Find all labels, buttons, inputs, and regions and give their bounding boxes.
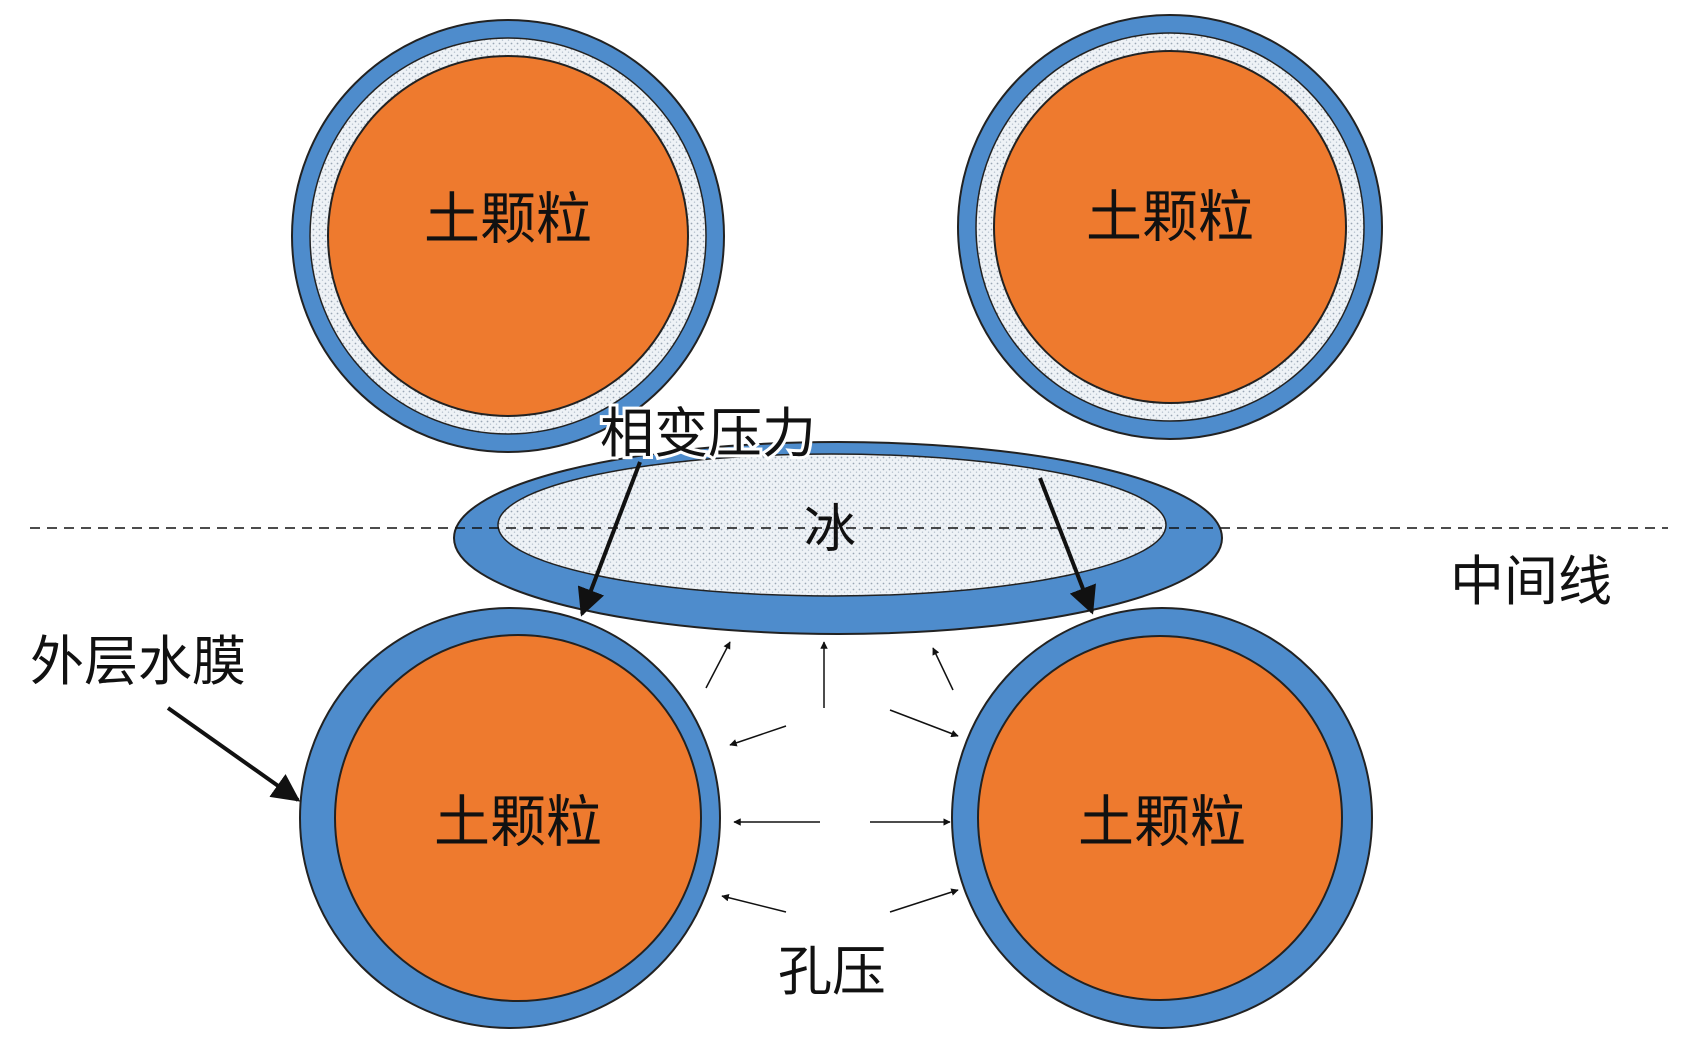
pore-arrow — [705, 641, 731, 689]
phase-change-arrow-right — [1038, 477, 1096, 615]
ice-label: 冰 — [804, 500, 856, 560]
outer-water-film-label: 外层水膜 — [30, 630, 246, 693]
outer-water-film-arrow — [166, 706, 301, 802]
top-left-particle-label: 土颗粒 — [424, 188, 592, 253]
bottom-right-soil-particle — [977, 635, 1343, 1001]
ice-lens — [497, 453, 1167, 597]
top-left-particle-group: 土颗粒 — [291, 19, 725, 453]
top-right-particle-label: 土颗粒 — [1086, 186, 1254, 251]
pore-arrow — [889, 888, 959, 913]
pore-arrow — [721, 893, 787, 913]
bottom-right-particle-group: 土颗粒 — [951, 607, 1373, 1029]
pore-arrow — [932, 647, 954, 691]
bottom-left-particle-label: 土颗粒 — [434, 791, 602, 856]
top-right-particle-group: 土颗粒 — [957, 14, 1383, 440]
bottom-left-soil-particle — [334, 634, 702, 1002]
top-left-soil-particle — [327, 55, 689, 417]
pore-pressure-arrows — [705, 641, 959, 913]
pore-arrow — [889, 709, 959, 738]
pore-arrow — [729, 725, 787, 747]
bottom-right-particle-label: 土颗粒 — [1078, 791, 1246, 856]
ice-lens-group: 冰 — [453, 441, 1223, 635]
top-right-soil-particle — [993, 50, 1347, 404]
phase-change-pressure-label: 相变压力 — [600, 402, 816, 465]
bottom-left-particle-group: 土颗粒 — [299, 607, 721, 1029]
pore-pressure-label: 孔压 — [778, 940, 886, 1003]
phase-change-arrow-left — [577, 461, 642, 617]
midline-label: 中间线 — [1450, 550, 1612, 613]
